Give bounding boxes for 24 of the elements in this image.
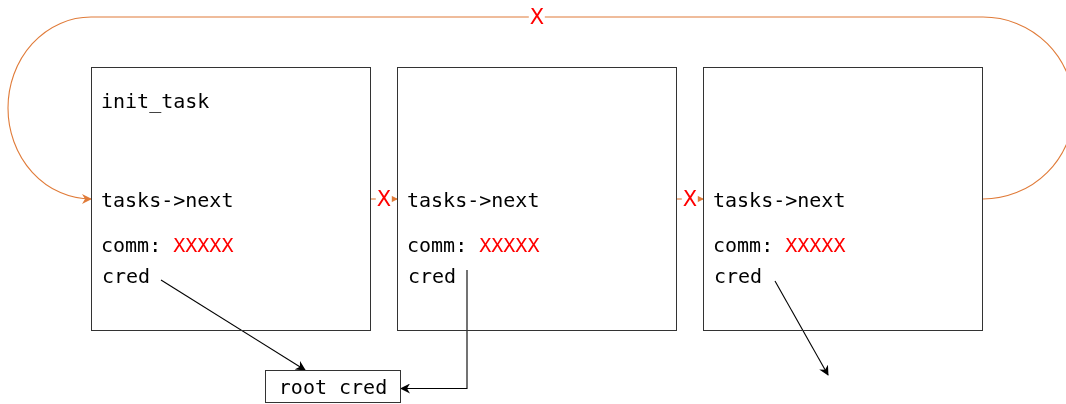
- arrow: [7, 16, 1066, 204]
- struct-box: root cred: [265, 370, 401, 403]
- struct-name: init_task: [101, 88, 210, 114]
- field-label: tasks->next: [713, 187, 846, 213]
- struct-box: [91, 67, 371, 331]
- field-label: comm:: [101, 232, 162, 258]
- field-label: comm:: [407, 232, 468, 258]
- field-value: XXXXX: [785, 232, 846, 258]
- edge-label: X: [681, 189, 699, 209]
- field-label: comm:: [713, 232, 774, 258]
- field-label: tasks->next: [407, 187, 540, 213]
- field-label: tasks->next: [101, 187, 234, 213]
- field-label: cred: [102, 263, 156, 289]
- edge-label: X: [528, 7, 546, 27]
- arrow: [774, 280, 829, 376]
- struct-box: [703, 67, 983, 331]
- field-value: XXXXX: [479, 232, 540, 258]
- field-value: XXXXX: [173, 232, 234, 258]
- edge-label: X: [375, 189, 393, 209]
- struct-box: [397, 67, 677, 331]
- arrow: [400, 269, 468, 394]
- arrow: [160, 279, 306, 371]
- field-label: cred: [408, 263, 462, 289]
- field-label: cred: [714, 263, 768, 289]
